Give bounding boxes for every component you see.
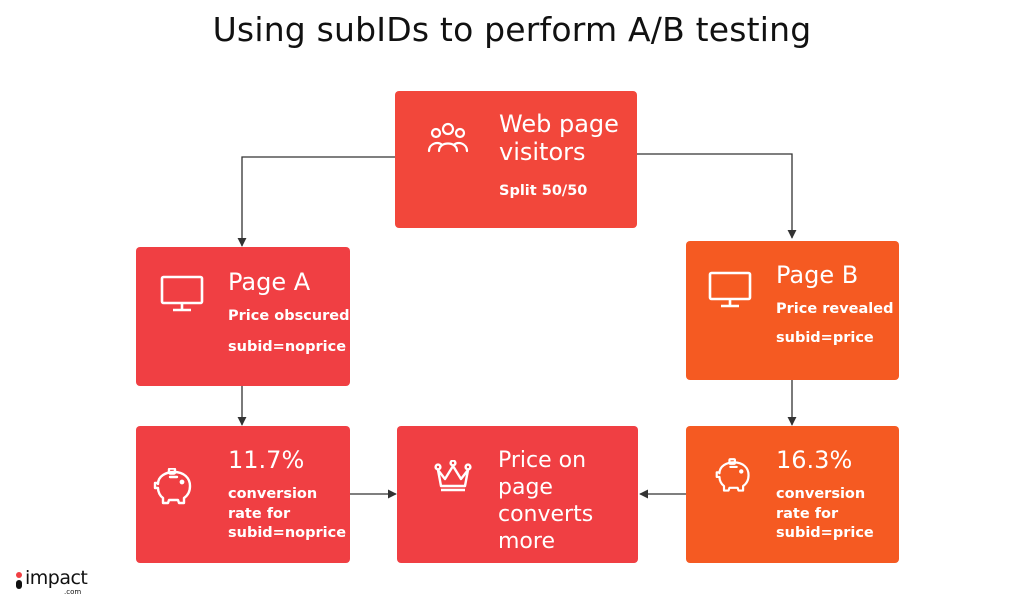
diagram-title: Using subIDs to perform A/B testing [212, 10, 812, 49]
result-a-line2: rate for [228, 505, 291, 522]
page-b-desc: Price revealed [776, 301, 894, 317]
page-b-box: Page B Price revealed subid=price [686, 241, 899, 380]
visitors-box: Web page visitors Split 50/50 [395, 91, 637, 228]
page-a-box: Page A Price obscured subid=noprice [136, 247, 350, 386]
logo-domain: .com [64, 588, 82, 596]
page-a-subid: subid=noprice [228, 339, 347, 355]
result-a-line1: conversion [228, 486, 318, 502]
result-a-box: 11.7% conversion rate for subid=noprice [136, 426, 350, 563]
result-a-line3: subid=noprice [228, 525, 347, 542]
result-b-line2: rate for [776, 505, 839, 522]
page-b-heading: Page B [776, 261, 859, 289]
crown-icon [433, 460, 473, 492]
result-b-line1: conversion [776, 486, 866, 502]
arrow-visitors-to-page-b [637, 153, 797, 239]
monitor-icon [708, 271, 752, 309]
logo-name: impact [25, 567, 88, 589]
users-group-icon [427, 121, 469, 153]
page-a-heading: Page A [228, 268, 311, 296]
visitors-line2: visitors [499, 138, 586, 167]
logo-dot-top [16, 572, 22, 578]
piggy-bank-icon [152, 468, 196, 506]
winner-line3: converts [498, 502, 594, 528]
winner-line4: more [498, 529, 555, 555]
impact-logo: impact .com [14, 567, 94, 597]
result-b-line3: subid=price [776, 525, 874, 542]
result-b-rate: 16.3% [776, 446, 853, 474]
winner-line2: page [498, 475, 553, 501]
monitor-icon [160, 275, 204, 313]
arrow-visitors-to-page-a [237, 156, 395, 247]
winner-box: Price on page converts more [397, 426, 638, 563]
page-a-desc: Price obscured [228, 308, 350, 324]
result-b-box: 16.3% conversion rate for subid=price [686, 426, 899, 563]
result-a-rate: 11.7% [228, 446, 305, 474]
logo-dot-bottom [16, 580, 22, 589]
winner-line1: Price on [498, 448, 587, 473]
split-note: Split 50/50 [499, 183, 588, 199]
visitors-line1: Web page [499, 110, 619, 138]
page-b-subid: subid=price [776, 330, 874, 346]
piggy-bank-icon [714, 458, 754, 494]
